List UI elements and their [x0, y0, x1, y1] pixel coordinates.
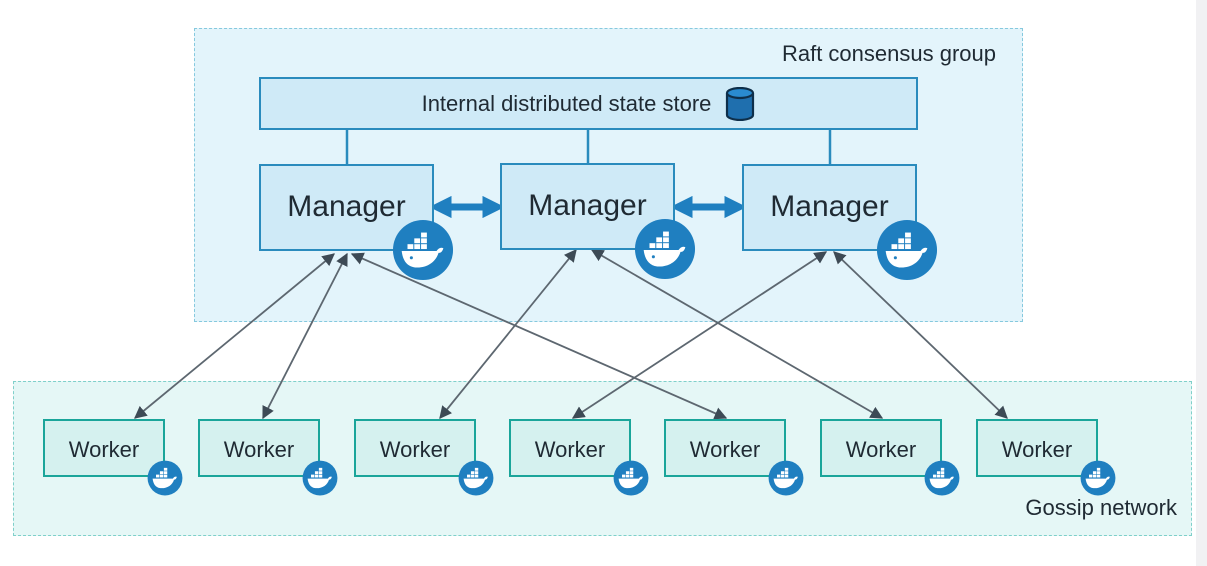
- right-margin-strip: [1196, 0, 1207, 566]
- raft-group-label: Raft consensus group: [781, 41, 996, 66]
- state-store-label: Internal distributed state store: [421, 90, 712, 116]
- internal-state-store: Internal distributed state store: [259, 77, 918, 130]
- manager-node-1: Manager: [259, 164, 434, 251]
- manager-label: Manager: [770, 190, 889, 223]
- manager-1-worker-2-arrow: [262, 252, 348, 420]
- docker-whale-icon: [613, 460, 649, 496]
- worker-node-6: Worker: [820, 419, 942, 477]
- docker-whale-icon: [392, 219, 454, 281]
- docker-whale-icon: [147, 460, 183, 496]
- worker-node-3: Worker: [354, 419, 476, 477]
- worker-label: Worker: [68, 437, 140, 462]
- worker-label: Worker: [379, 437, 451, 462]
- worker-node-1: Worker: [43, 419, 165, 477]
- manager-2-worker-3-arrow: [439, 249, 577, 419]
- worker-node-2: Worker: [198, 419, 320, 477]
- docker-whale-icon: [924, 460, 960, 496]
- worker-label: Worker: [845, 437, 917, 462]
- docker-whale-icon: [1080, 460, 1116, 496]
- manager-label: Manager: [528, 189, 647, 222]
- worker-label: Worker: [689, 437, 761, 462]
- manager-label: Manager: [287, 190, 406, 223]
- manager-3-worker-7-arrow: [833, 251, 1008, 419]
- worker-label: Worker: [1001, 437, 1073, 462]
- worker-node-4: Worker: [509, 419, 631, 477]
- worker-label: Worker: [534, 437, 606, 462]
- manager-3-worker-4-arrow: [571, 251, 828, 419]
- docker-whale-icon: [876, 219, 938, 281]
- worker-node-5: Worker: [664, 419, 786, 477]
- docker-whale-icon: [302, 460, 338, 496]
- worker-label: Worker: [223, 437, 295, 462]
- docker-whale-icon: [634, 218, 696, 280]
- docker-whale-icon: [458, 460, 494, 496]
- worker-node-7: Worker: [976, 419, 1098, 477]
- database-icon: [726, 86, 755, 121]
- gossip-group-label: Gossip network: [1025, 495, 1177, 520]
- docker-whale-icon: [768, 460, 804, 496]
